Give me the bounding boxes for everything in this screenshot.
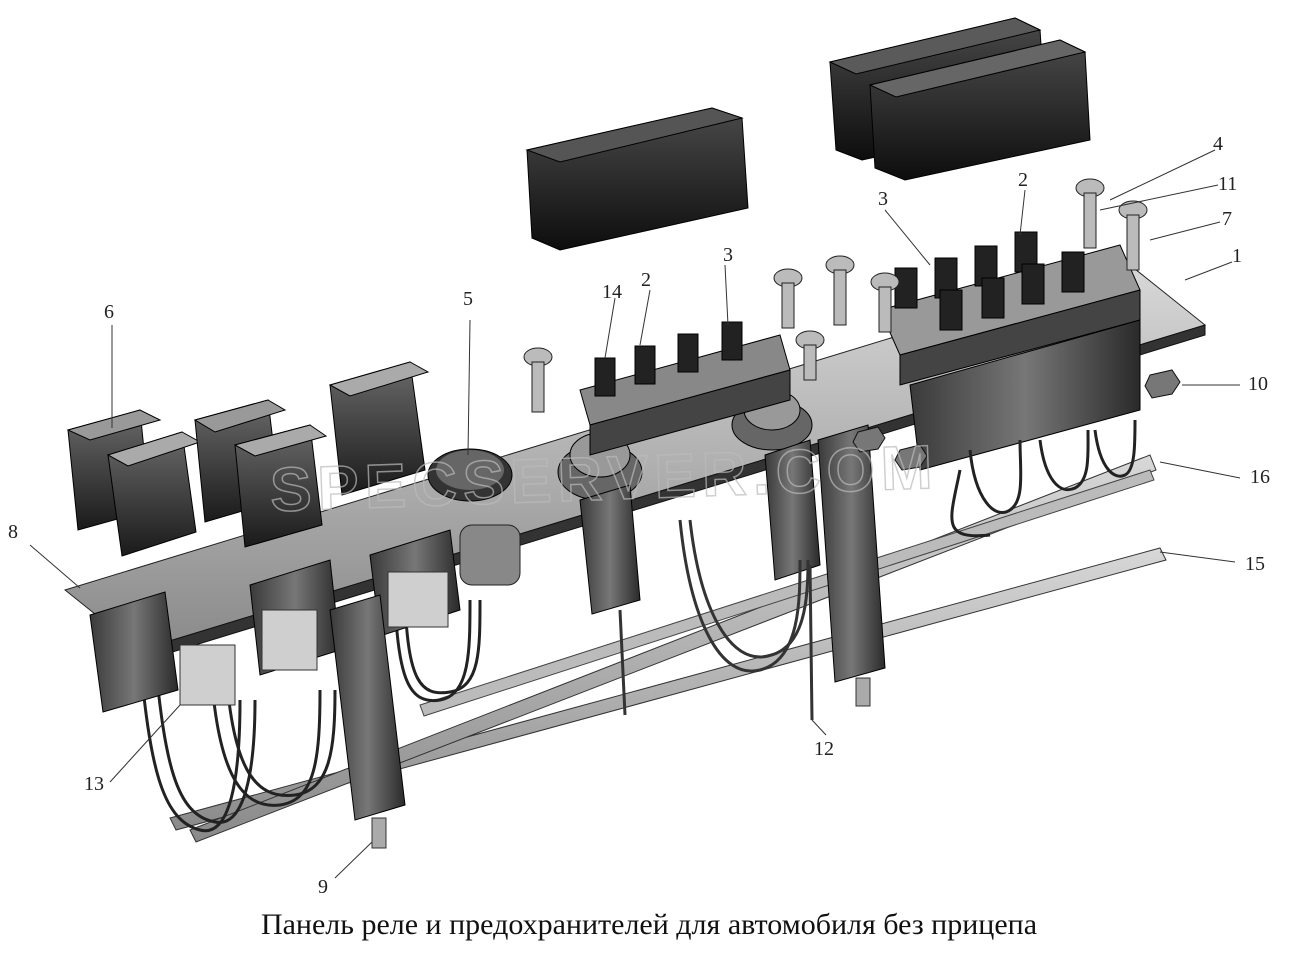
callout-3-right: 3: [878, 188, 888, 210]
relay-cover-center: [525, 107, 749, 251]
callout-8: 8: [8, 521, 18, 543]
nut-10: [1144, 369, 1181, 399]
callout-12: 12: [814, 738, 834, 760]
callout-3-center: 3: [723, 244, 733, 266]
fuse-block-center: [579, 321, 791, 456]
callout-labels: 1 2 2 3 3 4 5 6 7 8 9 10 11 12 13 14 15 …: [8, 133, 1270, 898]
screw-7: [1118, 200, 1148, 271]
wire-harness-center: [618, 519, 814, 721]
nut-b: [894, 444, 928, 471]
screw-1: [523, 347, 553, 413]
screw-6: [1075, 178, 1105, 249]
figure-caption: Панель реле и предохранителей для автомо…: [260, 908, 1038, 941]
relay-4: [233, 424, 328, 548]
dome-component-left: [557, 432, 643, 615]
relay-2: [106, 431, 202, 557]
fuse-block-right: [879, 231, 1141, 471]
standoff-left-9: [329, 594, 406, 849]
standoff-right: [817, 424, 886, 707]
callout-4: 4: [1213, 133, 1223, 155]
callout-16: 16: [1250, 466, 1270, 488]
callout-5: 5: [463, 288, 473, 310]
callout-6: 6: [104, 301, 114, 323]
relay-5: [328, 361, 430, 496]
screw-2: [773, 268, 803, 329]
screw-5: [795, 330, 825, 381]
relay-cover-right-front: [868, 39, 1091, 181]
callout-1: 1: [1232, 245, 1242, 267]
callout-11: 11: [1218, 173, 1237, 195]
round-connector-5: [427, 448, 521, 586]
nut-a: [852, 426, 886, 453]
callout-7: 7: [1222, 208, 1232, 230]
wire-harness-right: [950, 419, 1137, 538]
callout-2-right: 2: [1018, 169, 1028, 191]
callout-2-center: 2: [641, 269, 651, 291]
connector-block-13a: [89, 591, 236, 713]
screw-3: [825, 255, 855, 326]
callout-9: 9: [318, 876, 328, 898]
nut-group: [852, 369, 1181, 471]
screw-4: [870, 272, 900, 333]
callout-13: 13: [84, 773, 104, 795]
callout-15: 15: [1245, 553, 1265, 575]
callout-14: 14: [602, 281, 622, 303]
mounting-rod-15: [169, 547, 1167, 831]
callout-10: 10: [1248, 373, 1268, 395]
screw-group: [523, 178, 1148, 413]
connector-block-mid: [369, 529, 461, 637]
leader-lines: [29, 149, 1241, 879]
mounting-rod-16: [189, 454, 1157, 843]
connector-block-13b: [249, 559, 341, 676]
